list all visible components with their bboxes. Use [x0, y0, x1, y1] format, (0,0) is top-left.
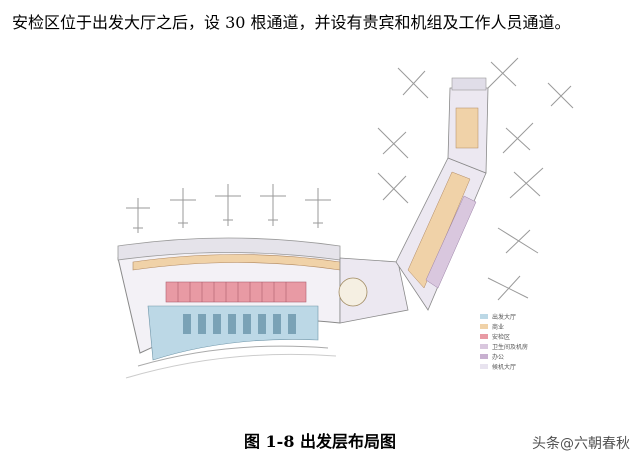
curbside-road — [137, 345, 329, 367]
legend-label: 办公 — [492, 353, 504, 361]
legend-label: 候机大厅 — [492, 363, 516, 371]
security-zone — [165, 281, 307, 303]
legend-label: 商业 — [492, 323, 504, 331]
legend-label: 卫生间及机房 — [492, 343, 528, 351]
intro-paragraph: 安检区位于出发大厅之后，设 30 根通道，并设有贵宾和机组及工作人员通道。 — [12, 13, 571, 32]
aircraft-icons — [126, 57, 574, 301]
connector-corridor — [339, 257, 409, 324]
departure-floor-plan: 出发大厅 商业 安检区 卫生间及机房 办公 候机大厅 — [117, 57, 574, 379]
legend-label: 出发大厅 — [492, 313, 516, 321]
connector-node — [338, 277, 368, 307]
plan-legend: 出发大厅 商业 安检区 卫生间及机房 办公 候机大厅 — [480, 313, 528, 371]
watermark: 头条@六朝春秋 — [532, 436, 630, 452]
figure-caption: 图 1-8 出发层布局图 — [243, 432, 397, 451]
legend-label: 安检区 — [492, 333, 510, 341]
